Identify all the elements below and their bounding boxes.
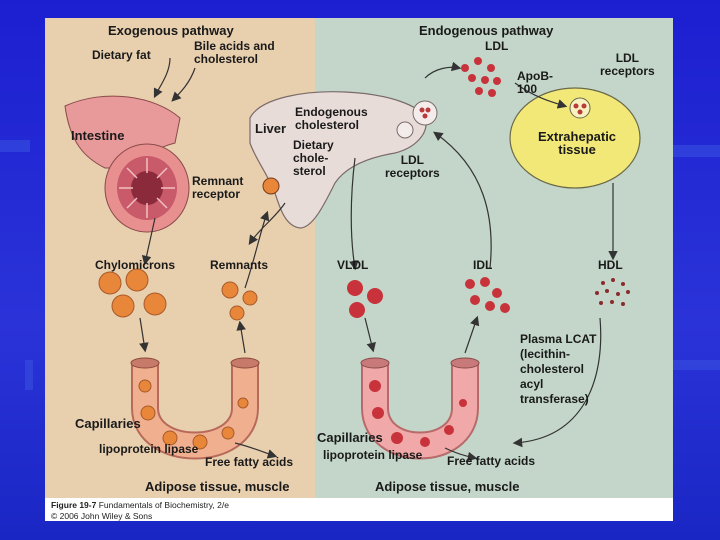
arrows	[139, 57, 618, 462]
slide-decoration	[25, 360, 33, 390]
dietary-cholesterol-label: Dietary chole- sterol	[293, 138, 334, 178]
capillary-right	[360, 357, 480, 460]
vldl-particles	[347, 280, 383, 318]
ldl-receptors-liver-label: LDL receptors	[385, 153, 440, 180]
chylomicrons-label: Chylomicrons	[95, 258, 176, 272]
dietary-fat-label: Dietary fat	[92, 48, 151, 62]
exogenous-title: Exogenous pathway	[108, 23, 234, 38]
ldl-particles	[461, 57, 501, 97]
idl-particles	[465, 277, 510, 313]
lipoprotein-lipase-right-label: lipoprotein lipase	[323, 448, 423, 462]
plasma-lcat-label: Plasma LCAT (lecithin- cholesterol acyl …	[520, 332, 597, 406]
remnants	[221, 281, 258, 321]
extrahepatic-label: Extrahepatic tissue	[538, 129, 617, 157]
figure-source: Fundamentals of Biochemistry, 2/e	[98, 500, 229, 510]
slide-decoration	[672, 145, 720, 157]
liver-illustration	[249, 91, 438, 229]
slide-decoration	[0, 140, 30, 152]
free-fatty-acids-left-label: Free fatty acids	[205, 455, 294, 469]
endogenous-cholesterol-label: Endogenous cholesterol	[295, 105, 368, 132]
chylomicrons	[98, 268, 167, 318]
figure-caption-line1: Figure 19-7 Fundamentals of Biochemistry…	[51, 500, 229, 510]
bile-acids-label: Bile acids and cholesterol	[194, 39, 275, 66]
remnants-label: Remnants	[210, 258, 269, 272]
figure: Exogenous pathway Dietary fat Bile acids…	[45, 18, 673, 521]
vldl-label: VLDL	[337, 258, 369, 272]
adipose-left-label: Adipose tissue, muscle	[145, 479, 290, 494]
figure-number: Figure 19-7	[51, 500, 97, 510]
capillary-left	[130, 357, 260, 460]
adipose-right-label: Adipose tissue, muscle	[375, 479, 520, 494]
idl-label: IDL	[473, 258, 493, 272]
lipoprotein-lipase-left-label: lipoprotein lipase	[99, 442, 199, 456]
capillaries-right-label: Capillaries	[317, 430, 383, 445]
intestine-label: Intestine	[71, 128, 125, 143]
apob-label: ApoB- 100	[517, 69, 553, 96]
remnant-receptor-label: Remnant receptor	[192, 174, 244, 201]
intestine-illustration	[64, 95, 190, 233]
ldl-label: LDL	[485, 39, 509, 53]
extrahepatic-tissue	[509, 87, 641, 189]
pathway-illustration	[64, 57, 641, 462]
free-fatty-acids-right-label: Free fatty acids	[447, 454, 536, 468]
slide-decoration	[672, 360, 720, 370]
ldl-receptors-top-label: LDL receptors	[600, 51, 655, 78]
capillaries-left-label: Capillaries	[75, 416, 141, 431]
liver-label: Liver	[255, 121, 287, 136]
endogenous-title: Endogenous pathway	[419, 23, 554, 38]
hdl-particles	[595, 278, 630, 306]
hdl-label: HDL	[598, 258, 623, 272]
figure-caption-line2: © 2006 John Wiley & Sons	[51, 511, 153, 521]
